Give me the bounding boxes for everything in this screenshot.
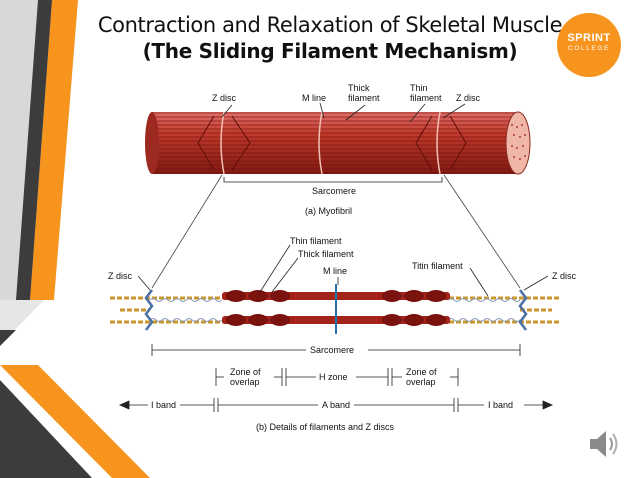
sarcomere-bracket-b: [151, 344, 521, 356]
slide-title: Contraction and Relaxation of Skeletal M…: [70, 12, 590, 64]
logo-name: SPRINT: [567, 32, 611, 44]
label-a-sarcomere: Sarcomere: [312, 186, 356, 196]
zones-brackets: [215, 368, 459, 386]
speaker-icon[interactable]: [584, 424, 624, 464]
zoom-line-right: [443, 174, 521, 289]
bands-arrows: [119, 398, 553, 412]
sarcomere-detail: [110, 284, 560, 334]
caption-b: (b) Details of filaments and Z discs: [256, 422, 395, 432]
label-b-titin-filament: Titin filament: [412, 261, 463, 271]
label-a-thin-2: filament: [410, 93, 442, 103]
label-a-band: A band: [322, 400, 350, 410]
label-i-band-right: I band: [488, 400, 513, 410]
label-a-m-line: M line: [302, 93, 326, 103]
label-a-thick-2: filament: [348, 93, 380, 103]
title-line-2: (The Sliding Filament Mechanism): [142, 39, 518, 63]
label-zone-overlap-left-2: overlap: [230, 377, 260, 387]
label-a-z-disc-left: Z disc: [212, 93, 237, 103]
z-disc-right: [518, 289, 528, 331]
sprint-college-logo: SPRINT COLLEGE: [557, 13, 621, 77]
label-a-z-disc-right: Z disc: [456, 93, 481, 103]
sarcomere-bracket-a: [223, 177, 443, 183]
z-disc-left: [144, 289, 154, 331]
label-b-thin-filament: Thin filament: [290, 236, 342, 246]
label-b-m-line: M line: [323, 266, 347, 276]
label-b-thick-filament: Thick filament: [298, 249, 354, 259]
label-i-band-left: I band: [151, 400, 176, 410]
logo-sub: COLLEGE: [568, 45, 610, 52]
label-zone-overlap-left-1: Zone of: [230, 367, 261, 377]
myofibril-cylinder: [145, 111, 531, 175]
label-b-z-disc-right: Z disc: [552, 271, 577, 281]
label-h-zone: H zone: [319, 372, 348, 382]
label-zone-overlap-right-1: Zone of: [406, 367, 437, 377]
title-line-1: Contraction and Relaxation of Skeletal M…: [97, 13, 563, 37]
label-a-thick-1: Thick: [348, 83, 370, 93]
label-zone-overlap-right-2: overlap: [406, 377, 436, 387]
label-b-sarcomere: Sarcomere: [310, 345, 354, 355]
caption-a: (a) Myofibril: [305, 206, 352, 216]
label-b-z-disc-left: Z disc: [108, 271, 133, 281]
label-a-thin-1: Thin: [410, 83, 428, 93]
zoom-line-left: [151, 174, 223, 289]
